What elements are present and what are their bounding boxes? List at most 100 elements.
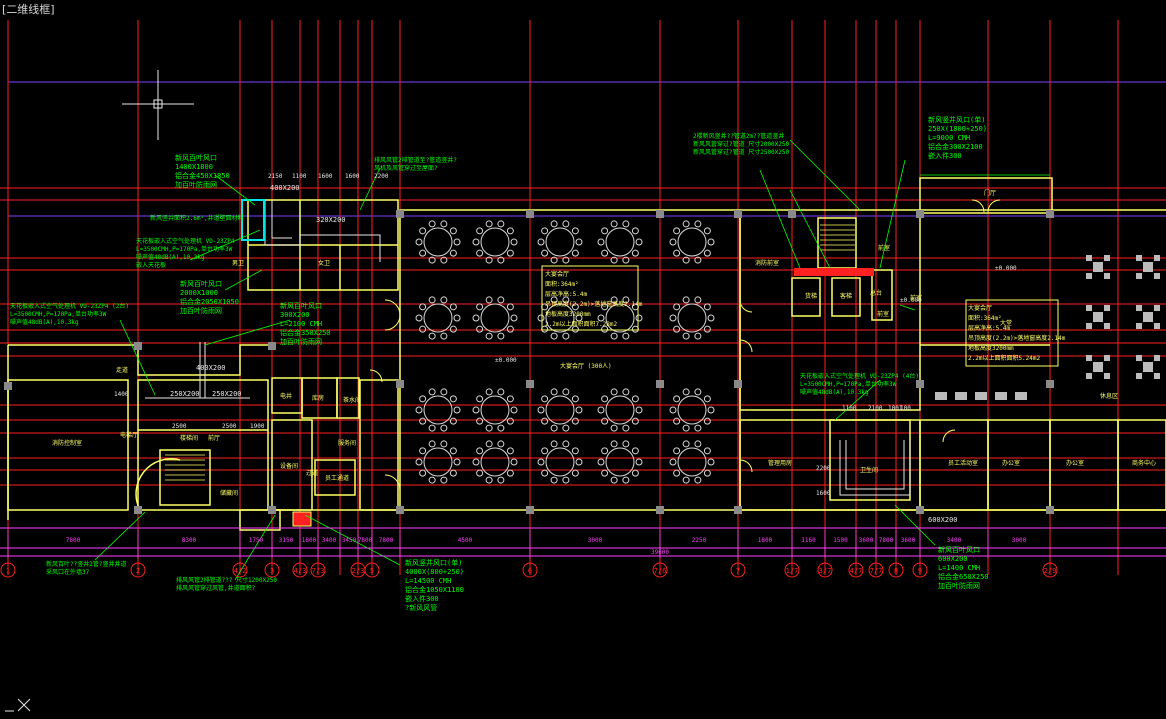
note-center_grille: 新风百叶风口	[280, 301, 322, 310]
room-label: 货梯	[805, 292, 817, 300]
hall-info-box	[541, 265, 639, 331]
note-hall_box: 吊顶高度(2.2m)>落地窗高度2.14m	[545, 300, 643, 308]
note-hall_label: 大宴会厅 (300人)	[560, 362, 612, 370]
note-bottom_left_note1: 新风百叶??竖井2管?竖井井道	[46, 560, 126, 568]
dimension-label: 1100	[842, 405, 857, 412]
dimension-label: 7800	[879, 537, 894, 544]
room-label: 总台	[870, 289, 882, 297]
ucs-icon	[5, 698, 31, 712]
room-label: 办公室	[1066, 459, 1084, 467]
axis-bubble: 1	[0, 562, 16, 578]
axis-label: 3	[270, 567, 274, 575]
banquet-tables	[415, 220, 715, 484]
room-label: 前室	[910, 294, 922, 302]
dimension-total: 39600	[651, 549, 669, 556]
cyan-duct	[241, 199, 265, 241]
dimension-label: 3450	[342, 537, 357, 544]
duct-size: 250X200	[212, 390, 242, 398]
note-top_right_grille: 铝合金300X2100	[928, 142, 983, 151]
room-label: 商务中心	[1132, 459, 1156, 467]
note-bottom_center_grille: 嵌入件300	[405, 594, 439, 603]
room-label: 门厅	[984, 189, 996, 197]
axis-bubble: 9	[912, 562, 928, 578]
round-table	[472, 296, 518, 340]
note-right_duct: 600X200	[928, 516, 958, 524]
note-left_unit2: 噪声值48dB(A),10.3kg	[10, 318, 79, 326]
dimension-label: 100	[900, 405, 911, 412]
round-table	[597, 440, 643, 484]
note-left_return: 铝合金2050X1050	[180, 297, 239, 306]
note-center_grille: L=2100 CMH	[280, 320, 322, 328]
note-bottom_left_note2: 排风风管穿过风管,井道面积?	[176, 584, 256, 592]
axis-bubble: 2	[130, 562, 146, 578]
room-label: 办公室	[1002, 459, 1020, 467]
structural-columns	[4, 210, 1054, 514]
axis-bubble: 3	[264, 562, 280, 578]
note-right_unit: 天花板嵌入式空气处理机 VD-23ZP4 (4台)	[800, 372, 919, 380]
axis-bubble: 2/9	[1042, 562, 1058, 578]
dimension-label: 1160	[801, 537, 816, 544]
note-left_unit2: L=3500CMH,P=170Pa,单台功率3W	[10, 310, 107, 318]
axis-label: 1/7	[786, 567, 799, 575]
dimension-label: 8300	[182, 537, 197, 544]
dimension-label: 4500	[458, 537, 473, 544]
room-label: 过道	[306, 469, 318, 477]
dimension-label: 7800	[358, 537, 373, 544]
duct-size: 250X200	[170, 390, 200, 398]
round-table	[669, 296, 715, 340]
room-label: 电井	[280, 392, 292, 400]
dimension-label: 3600	[901, 537, 916, 544]
room-label: 储藏间	[220, 489, 238, 497]
axis-label: 7/3	[312, 567, 325, 575]
axis-label: 4/7	[850, 567, 863, 575]
note-bottom_left_note2: 排风风管2排管道??? 尺寸1200X250	[176, 576, 277, 584]
note-elev_mark: ±0.000	[495, 357, 517, 364]
round-table	[537, 440, 583, 484]
note-top_left_vent: 铝合金450X1850	[175, 171, 230, 180]
round-table	[597, 388, 643, 432]
dimension-label: 1600	[345, 173, 360, 180]
note-left_vertical_dim: 1400	[114, 391, 129, 398]
axis-label: 7/6	[654, 567, 667, 575]
note-left_unit: 天花板嵌入式空气处理机 VD-23ZP4	[136, 237, 235, 245]
dimension-label: 1500	[833, 537, 848, 544]
note-top_left_vent: 新风百叶风口	[175, 153, 217, 162]
axis-bubble: 7	[730, 562, 746, 578]
note-left_unit: 噪声值48dB(A),10.3kg	[136, 253, 205, 261]
dimension-label: 7800	[379, 537, 394, 544]
dimension-label: 3600	[859, 537, 874, 544]
note-left_return: 新风百叶风口	[180, 279, 222, 288]
note-right_box: 2.2m以上面积面积5.24m2	[968, 354, 1041, 362]
room-label: 女卫	[318, 259, 330, 267]
note-hall_box: 面积:364m²	[545, 280, 579, 288]
round-table	[415, 388, 461, 432]
dimension-label: 1800	[758, 537, 773, 544]
round-table	[597, 296, 643, 340]
room-label: 卫生间	[860, 466, 878, 474]
round-table	[669, 440, 715, 484]
dimension-label: 1750	[249, 537, 264, 544]
axis-bubble: 4/2	[232, 562, 248, 578]
axis-label: 2	[136, 567, 140, 575]
room-label: 管理用房	[768, 459, 792, 467]
note-top_right_note: 风机及风管穿过至屋面?	[374, 164, 438, 172]
room-label: 楼梯间	[180, 434, 198, 442]
leader-lines	[94, 139, 1050, 581]
note-right_box: 吊顶高度(2.2m)>落地窗高度2.14m	[968, 334, 1066, 342]
shaft-red-2	[292, 511, 312, 527]
note-bottom_left_note1: 采风口在外墙37	[46, 568, 90, 576]
note-left_unit: L=3500CMH,P=170Pa,单台功率3W	[136, 245, 233, 253]
note-hall_box: 层高净高:5.4m	[545, 290, 587, 298]
note-hall_box: 大宴会厅	[545, 270, 569, 278]
crosshair-cursor	[122, 70, 194, 140]
room-label: 前室	[878, 244, 890, 252]
axis-bubble: 6	[522, 562, 538, 578]
axis-bubble: 3/7	[817, 562, 833, 578]
duct-size: 400X200	[196, 364, 226, 372]
note-center_grille: 300X200	[280, 311, 310, 319]
note-center_grille: 加百叶防雨网	[280, 337, 322, 346]
viewport-control-label[interactable]: [二维线框]	[2, 3, 55, 16]
axis-label: 8	[894, 567, 898, 575]
